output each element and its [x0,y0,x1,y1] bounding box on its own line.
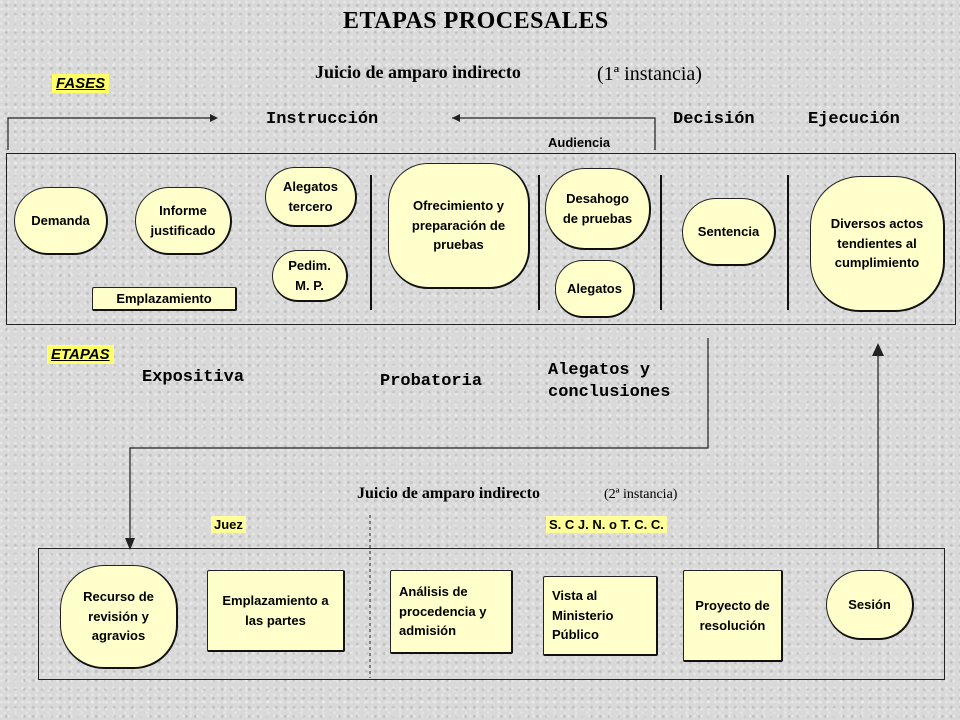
arrow-head-up [872,343,884,356]
node-sesion: Sesión [826,570,914,640]
arrow-head-instruccion-left [210,114,218,122]
etapa-probatoria: Probatoria [380,372,483,391]
node-diversos-actos: Diversos actos tendientes al cumplimient… [810,176,945,312]
page-title: ETAPAS PROCESALES [343,8,609,34]
node-proyecto-resolucion: Proyecto de resolución [683,570,783,662]
node-pedim-mp: Pedim. M. P. [272,250,348,302]
etapa-expositiva: Expositiva [142,368,245,387]
first-instance-label: (1ª instancia) [597,63,702,85]
node-alegatos: Alegatos [555,260,635,318]
divider-1 [370,175,372,310]
second-instance-heading: Juicio de amparo indirecto [357,485,540,502]
etapas-tag: ETAPAS [47,345,114,364]
phase-instruccion: Instrucción [266,110,379,129]
node-desahogo-pruebas: Desahogo de pruebas [545,168,651,250]
first-instance-panel [6,153,956,325]
node-informe-justificado: Informe justificado [135,187,232,255]
node-analisis-procedencia: Análisis de procedencia y admisión [390,570,513,654]
connector-first-to-second [129,338,709,540]
scjn-tcc-label: S. C J. N. o T. C. C. [546,516,667,533]
divider-4 [787,175,789,310]
second-instance-label: (2ª instancia) [604,487,678,502]
phase-decision: Decisión [673,110,755,129]
fases-tag: FASES [52,74,110,93]
node-recurso-revision: Recurso de revisión y agravios [60,565,178,669]
etapa-alegatos-conclusiones: Alegatos y conclusiones [548,361,671,402]
divider-3 [660,175,662,310]
juez-label: Juez [211,516,246,533]
arrow-head-instruccion-right [452,114,460,122]
instruccion-bracket-left [7,117,210,150]
node-ofrecimiento-pruebas: Ofrecimiento y preparación de pruebas [388,163,530,289]
audiencia-label: Audiencia [548,135,611,150]
node-demanda: Demanda [14,187,108,255]
first-instance-heading: Juicio de amparo indirecto [315,62,521,82]
node-alegatos-tercero: Alegatos tercero [265,167,357,227]
node-sentencia: Sentencia [682,198,776,266]
divider-2 [538,175,540,310]
instruccion-bracket-right [452,117,656,150]
node-emplazamiento-partes: Emplazamiento a las partes [207,570,345,652]
node-vista-ministerio: Vista al Ministerio Público [543,576,658,656]
arrow-head-to-recurso [125,538,135,550]
second-instance-panel [38,548,945,680]
phase-ejecucion: Ejecución [808,110,900,129]
node-emplazamiento: Emplazamiento [92,287,237,311]
